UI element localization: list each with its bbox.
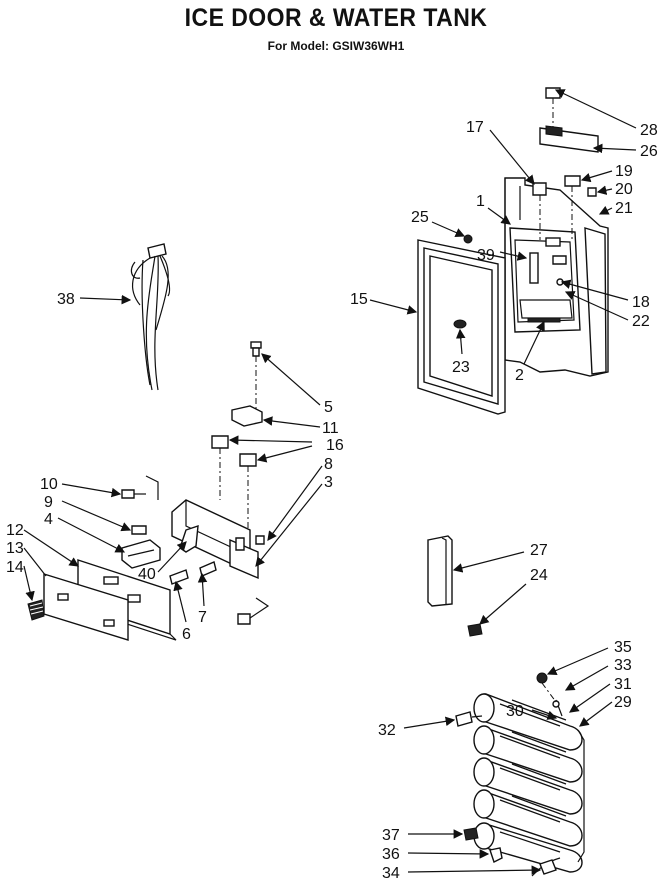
mounting-plate — [43, 559, 177, 641]
callout-13: 13 — [6, 540, 24, 557]
callout-34: 34 — [382, 865, 400, 882]
leader-lines — [23, 89, 637, 875]
diagram-title: ICE DOOR & WATER TANK — [184, 4, 488, 32]
callout-31: 31 — [614, 676, 632, 693]
callout-33: 33 — [614, 657, 632, 674]
callout-6: 6 — [182, 626, 191, 643]
ice-door-housing — [504, 177, 609, 377]
callout-22: 22 — [632, 313, 650, 330]
callout-10: 10 — [40, 476, 58, 493]
callout-25: 25 — [411, 209, 429, 226]
ice-door — [417, 239, 506, 415]
callout-40: 40 — [138, 566, 156, 583]
callout-23: 23 — [452, 359, 470, 376]
callout-18: 18 — [632, 294, 650, 311]
callout-16: 16 — [326, 437, 344, 454]
callout-26: 26 — [640, 143, 658, 160]
model-subtitle: For Model: GSIW36WH1 — [267, 39, 405, 53]
callout-1: 1 — [476, 193, 485, 210]
callout-11: 11 — [322, 420, 339, 437]
callout-4: 4 — [44, 511, 53, 528]
grille-part — [27, 599, 45, 621]
callout-14: 14 — [6, 559, 24, 576]
callout-12: 12 — [6, 522, 24, 539]
callout-28: 28 — [640, 122, 658, 139]
callout-8: 8 — [324, 456, 333, 473]
callout-38: 38 — [57, 291, 75, 308]
callout-2: 2 — [515, 367, 524, 384]
callout-3: 3 — [324, 474, 333, 491]
callout-24: 24 — [530, 567, 548, 584]
callout-37: 37 — [382, 827, 400, 844]
water-tank-coil — [455, 672, 585, 877]
callout-19: 19 — [615, 163, 633, 180]
wire-harness — [130, 243, 171, 391]
callout-39: 39 — [477, 247, 495, 264]
callout-36: 36 — [382, 846, 400, 863]
callout-21: 21 — [615, 200, 633, 217]
callout-29: 29 — [614, 694, 632, 711]
top-bracket — [539, 87, 599, 153]
callout-labels: 28 26 19 20 21 17 1 25 39 15 18 22 23 2 … — [6, 119, 658, 882]
callout-17: 17 — [466, 119, 484, 136]
callout-9: 9 — [44, 494, 53, 511]
callout-30: 30 — [506, 703, 524, 720]
callout-15: 15 — [350, 291, 368, 308]
callout-35: 35 — [614, 639, 632, 656]
callout-20: 20 — [615, 181, 633, 198]
callout-32: 32 — [378, 722, 396, 739]
switch-bracket-assembly — [121, 341, 270, 625]
water-tank-cover — [427, 535, 483, 637]
callout-27: 27 — [530, 542, 548, 559]
callout-5: 5 — [324, 399, 333, 416]
callout-7: 7 — [198, 609, 207, 626]
